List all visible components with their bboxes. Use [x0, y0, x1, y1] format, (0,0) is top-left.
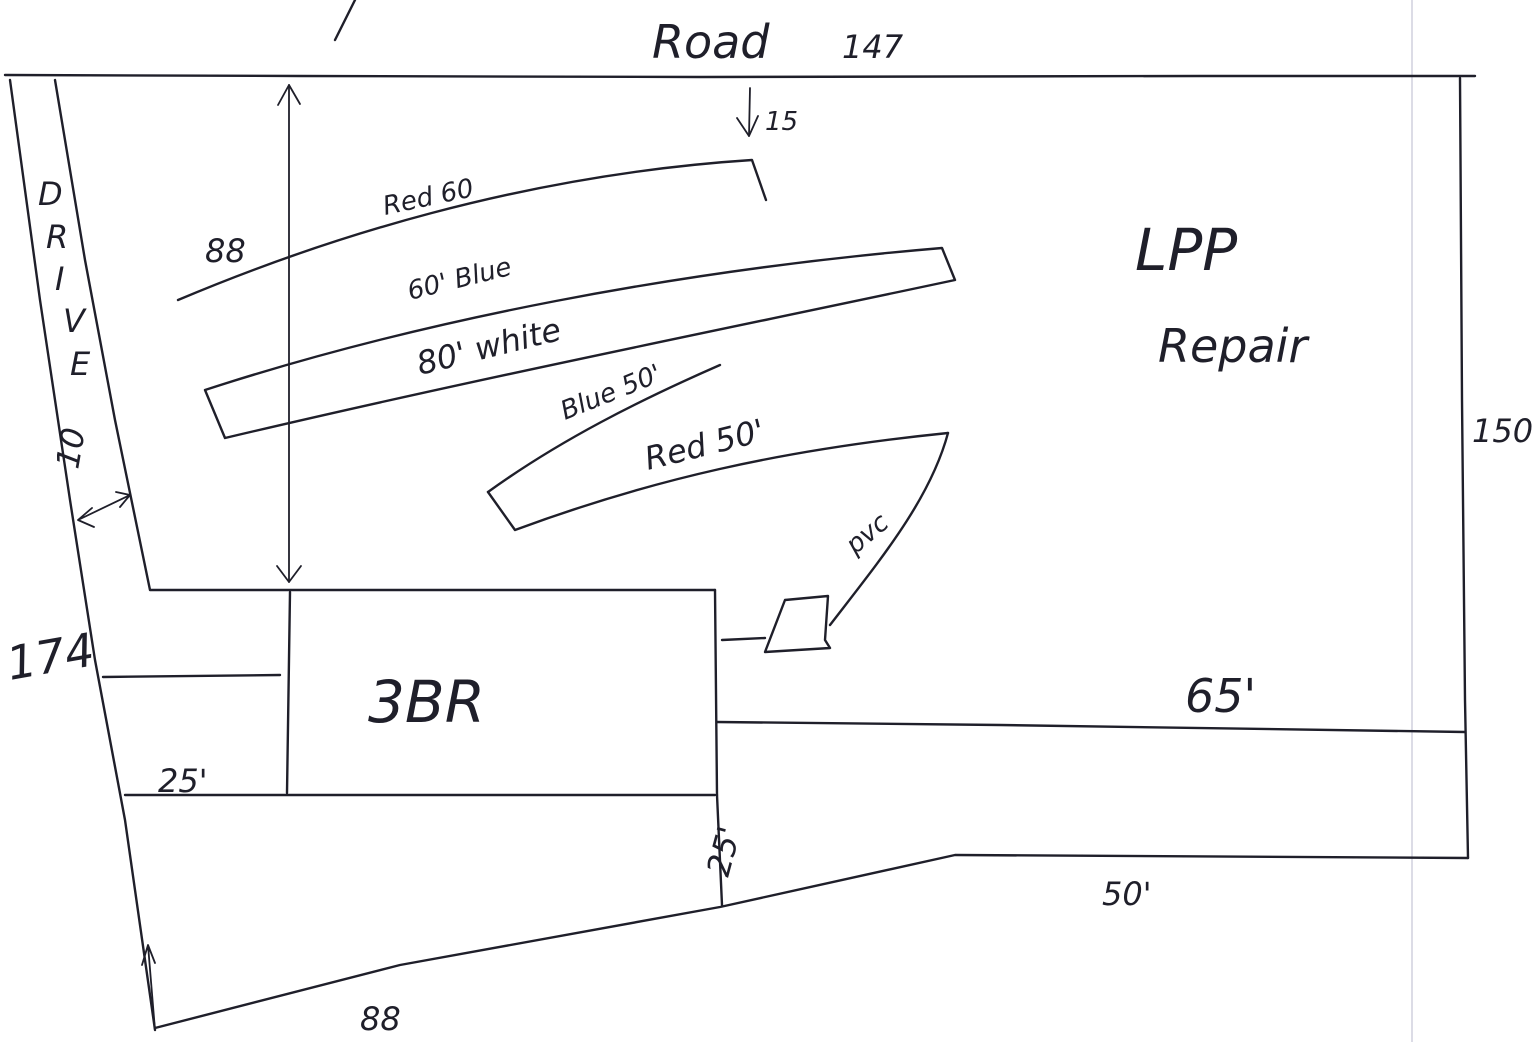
lpp-label: LPP — [1135, 216, 1237, 284]
depth-88-arrow — [276, 84, 302, 583]
trench-red-50 — [486, 431, 950, 532]
driveway — [53, 78, 717, 592]
house-outline — [123, 588, 719, 797]
distribution-box — [720, 594, 832, 654]
drive-width-label: 10 — [48, 425, 92, 472]
trench-red-60 — [176, 158, 768, 302]
road-label: Road — [652, 15, 770, 69]
rear-yard-line — [715, 720, 1467, 734]
pvc-line — [828, 431, 950, 627]
left-boundary-line — [8, 78, 157, 1032]
dim-25-left-label: 25' — [158, 762, 208, 800]
rear-offset-line — [715, 793, 724, 907]
left-side-label: 174 — [3, 622, 99, 690]
stray-stroke — [333, 0, 357, 42]
property-boundary — [3, 73, 1477, 1032]
right-side-label: 150 — [1472, 412, 1533, 450]
blue-60-label: 60' Blue — [404, 252, 514, 307]
dim-50-label: 50' — [1102, 875, 1152, 913]
repair-label: Repair — [1158, 319, 1310, 373]
road-length-label: 147 — [842, 28, 904, 66]
drive-letter: I — [55, 260, 64, 298]
house-footprint — [101, 588, 1467, 907]
dim-25-mid-label: 25' — [699, 822, 749, 880]
drive-letter: V — [63, 302, 87, 340]
drain-field — [176, 158, 957, 654]
road-boundary-line — [3, 73, 1477, 79]
bottom-88-label: 88 — [360, 1000, 401, 1038]
right-boundary-line — [1458, 76, 1470, 860]
drive-letter: D — [38, 175, 63, 213]
drive-label: D R I V E — [38, 175, 91, 383]
bottom-left-arrow — [141, 944, 156, 1031]
drive-letter: R — [46, 218, 68, 256]
dim-65-label: 65' — [1185, 669, 1256, 723]
white-80-label: 80' white — [413, 310, 565, 382]
driveway-inner-edge — [53, 78, 717, 592]
bottom-boundary-line — [153, 853, 1470, 1030]
setback-15-label: 15 — [765, 107, 798, 137]
garage-divider — [101, 673, 282, 679]
drive-letter: E — [70, 345, 91, 383]
drive-width-arrow — [77, 491, 131, 528]
red-50-label: Red 50' — [641, 411, 768, 477]
setback-15-arrow — [736, 87, 759, 137]
house-label: 3BR — [368, 668, 485, 736]
depth-88-label: 88 — [205, 232, 246, 270]
pvc-label: pvc — [839, 508, 894, 561]
trench-blue-50 — [486, 363, 722, 494]
trench-blue-white-outer — [203, 246, 957, 440]
